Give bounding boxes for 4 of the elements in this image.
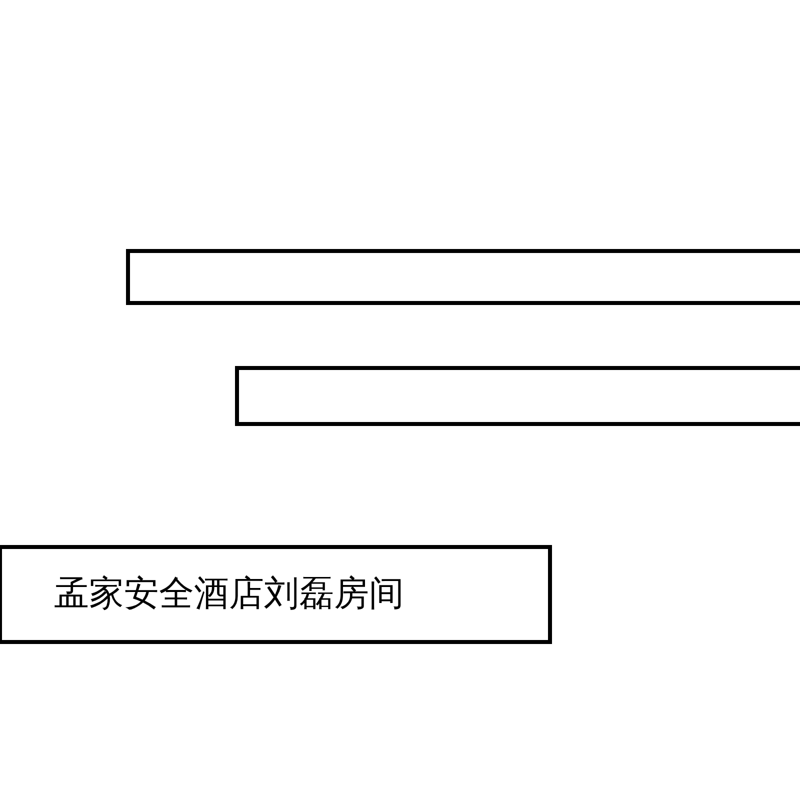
caption-box: [0, 545, 552, 644]
empty-caption-box: [235, 366, 800, 426]
empty-caption-box: [126, 249, 800, 305]
caption-text: 孟家安全酒店刘磊房间: [54, 577, 404, 612]
